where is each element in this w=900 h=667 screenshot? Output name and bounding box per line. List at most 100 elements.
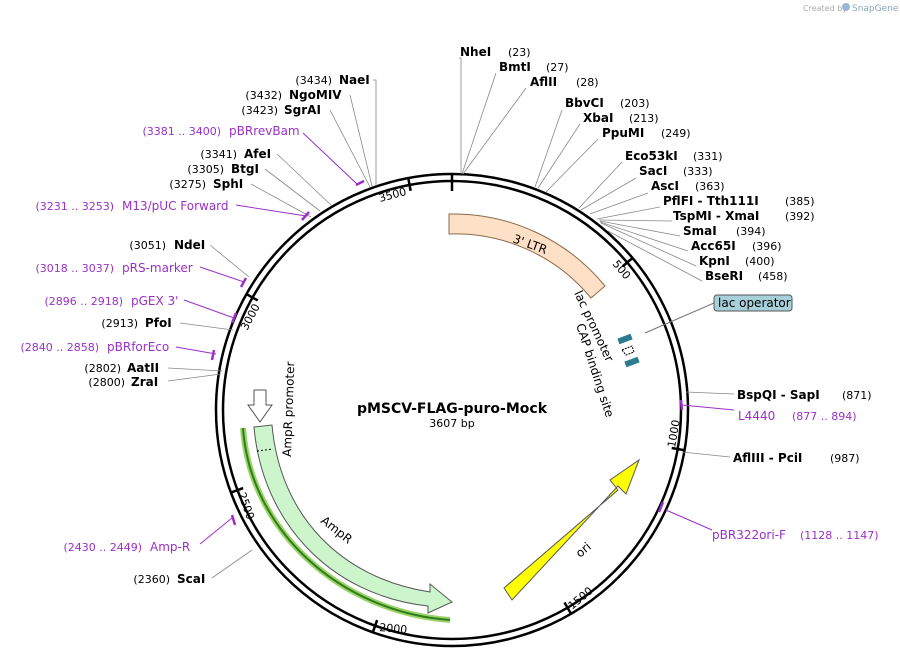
enzyme-asci-name[interactable]: AscI [651, 179, 679, 193]
enzyme-zrai-name[interactable]: ZraI [131, 375, 158, 389]
tick-mark-2500 [230, 486, 244, 494]
enzyme-nhei-name[interactable]: NheI [460, 45, 491, 59]
tick-mark-1000 [671, 446, 685, 452]
enzyme-bbvci-name[interactable]: BbvCI [565, 96, 604, 110]
primer-amp-r-pos: (2430 .. 2449) [63, 541, 142, 554]
enzyme-smai-name[interactable]: SmaI [683, 224, 717, 238]
primer-pbrforeco-name[interactable]: pBRforEco [107, 340, 169, 354]
enzyme-ndei-name[interactable]: NdeI [174, 238, 205, 252]
enzyme-ngomiv-name[interactable]: NgoMIV [289, 88, 342, 102]
enzyme-scai-pos: (2360) [133, 573, 170, 586]
enzyme-btgi-name[interactable]: BtgI [231, 162, 259, 176]
primer-pbr322ori-f-name[interactable]: pBR322ori-F [712, 528, 786, 542]
enzyme-aatii-name[interactable]: AatII [127, 361, 159, 375]
enzyme-afei-name[interactable]: AfeI [244, 147, 271, 161]
ampr-promoter-label: AmpR promoter [280, 361, 297, 457]
leader-kpni [600, 222, 697, 267]
enzyme-eco53ki-name[interactable]: Eco53kI [625, 149, 678, 163]
enzyme-acc65i-name[interactable]: Acc65I [691, 239, 736, 253]
leader-pbrforeco [175, 346, 217, 355]
leader-naei [373, 79, 377, 186]
leader-sgrai [329, 109, 371, 188]
plasmid-size: 3607 bp [429, 417, 474, 430]
enzyme-sphi-name[interactable]: SphI [213, 177, 243, 191]
leader-asci [589, 192, 649, 215]
leader-bbvci [534, 109, 563, 188]
enzyme-labels: NheI (23) BmtI (27) AflII (28) BbvCI (20… [460, 45, 872, 465]
enzyme-kpni-name[interactable]: KpnI [699, 254, 730, 268]
primer-prs-marker-name[interactable]: pRS-marker [122, 261, 193, 275]
enzyme-naei-name[interactable]: NaeI [339, 73, 370, 87]
primer-pbrrevbam-name[interactable]: pBRrevBam [229, 124, 300, 138]
enzyme-sgrai-name[interactable]: SgrAI [284, 103, 321, 117]
enzyme-pflfi-pos: (385) [785, 195, 815, 208]
primer-pgex3-pos: (2896 .. 2918) [44, 295, 123, 308]
primer-mark-m13 [301, 211, 310, 221]
leader-ppumi [545, 138, 599, 193]
enzyme-afliii-name[interactable]: AflIII - PciI [733, 451, 802, 465]
leader-prs-marker [199, 266, 245, 283]
enzyme-bspqi-name[interactable]: BspQI - SapI [737, 388, 820, 402]
enzyme-ppumi-name[interactable]: PpuMI [602, 126, 644, 140]
primer-mark-pbrforeco [210, 349, 216, 361]
enzyme-ppumi-pos: (249) [661, 127, 691, 140]
enzyme-btgi-pos: (3305) [187, 163, 224, 176]
primer-l4440-name[interactable]: L4440 [738, 409, 775, 423]
enzyme-saci-pos: (333) [683, 165, 713, 178]
enzyme-bseri-name[interactable]: BseRI [705, 269, 743, 283]
enzyme-eco53ki-pos: (331) [693, 150, 723, 163]
enzyme-sphi-pos: (3275) [169, 178, 206, 191]
enzyme-xbai-name[interactable]: XbaI [583, 111, 613, 125]
leader-pgex3 [183, 299, 235, 319]
leader-pfoi [179, 322, 234, 331]
primer-m13-name[interactable]: M13/pUC Forward [122, 199, 229, 213]
enzyme-pfoi-pos: (2913) [101, 317, 138, 330]
snapgene-brand-text: SnapGene [852, 4, 899, 14]
leader-m13-puc-forward [235, 204, 307, 217]
lac-operator-label: lac operator [718, 296, 791, 310]
ampr-feature[interactable] [253, 424, 453, 614]
enzyme-pflfi-name[interactable]: PflFI - Tth111I [663, 194, 759, 208]
enzyme-bmti-name[interactable]: BmtI [499, 60, 531, 74]
leader-sphi [250, 183, 312, 218]
primer-pgex3-name[interactable]: pGEX 3' [131, 294, 178, 308]
leader-amp-r [199, 517, 233, 545]
cap-binding-site-feature[interactable] [624, 356, 640, 368]
enzyme-afliii-pos: (987) [830, 452, 860, 465]
leader-bspqi [685, 391, 735, 395]
leader-btgi [264, 168, 321, 212]
enzyme-bbvci-pos: (203) [620, 97, 650, 110]
tick-label-2500: 2500 [235, 491, 257, 522]
leader-l4440 [681, 404, 735, 411]
enzyme-saci-name[interactable]: SacI [639, 164, 667, 178]
snapgene-watermark: Created by SnapGene [803, 3, 899, 14]
enzyme-aflii-name[interactable]: AflII [530, 75, 557, 89]
primer-pbrrevbam-pos: (3381 .. 3400) [142, 125, 221, 138]
enzyme-tspmi-pos: (392) [785, 210, 815, 223]
enzyme-leaders [167, 57, 735, 579]
enzyme-asci-pos: (363) [695, 180, 725, 193]
lac-promoter-feature[interactable] [617, 333, 633, 345]
tick-mark-1500 [563, 601, 573, 615]
primer-pbrforeco-pos: (2840 .. 2858) [20, 341, 99, 354]
primer-labels: L4440 (877 .. 894) pBR322ori-F (1128 .. … [20, 124, 878, 554]
tick-label-1000: 1000 [665, 419, 683, 449]
ltr-feature[interactable] [448, 213, 606, 299]
primer-mark-l4440 [679, 399, 684, 411]
enzyme-xbai-pos: (213) [629, 112, 659, 125]
tick-marks [230, 174, 685, 633]
enzyme-pfoi-name[interactable]: PfoI [145, 316, 172, 330]
ampr-promoter-feature[interactable] [247, 389, 273, 423]
tick-label-2000: 2000 [379, 621, 408, 636]
primer-amp-r-name[interactable]: Amp-R [150, 540, 190, 554]
enzyme-afei-pos: (3341) [200, 148, 237, 161]
enzyme-sgrai-pos: (3423) [241, 104, 278, 117]
plasmid-title: pMSCV-FLAG-puro-Mock [357, 401, 548, 417]
enzyme-aflii-pos: (28) [576, 76, 599, 89]
lac-operator-box[interactable] [713, 294, 793, 312]
enzyme-bseri-pos: (458) [758, 270, 788, 283]
enzyme-scai-name[interactable]: ScaI [177, 572, 205, 586]
tick-mark-2000 [371, 619, 379, 633]
enzyme-tspmi-name[interactable]: TspMI - XmaI [673, 209, 759, 223]
ori-feature[interactable] [503, 458, 641, 601]
